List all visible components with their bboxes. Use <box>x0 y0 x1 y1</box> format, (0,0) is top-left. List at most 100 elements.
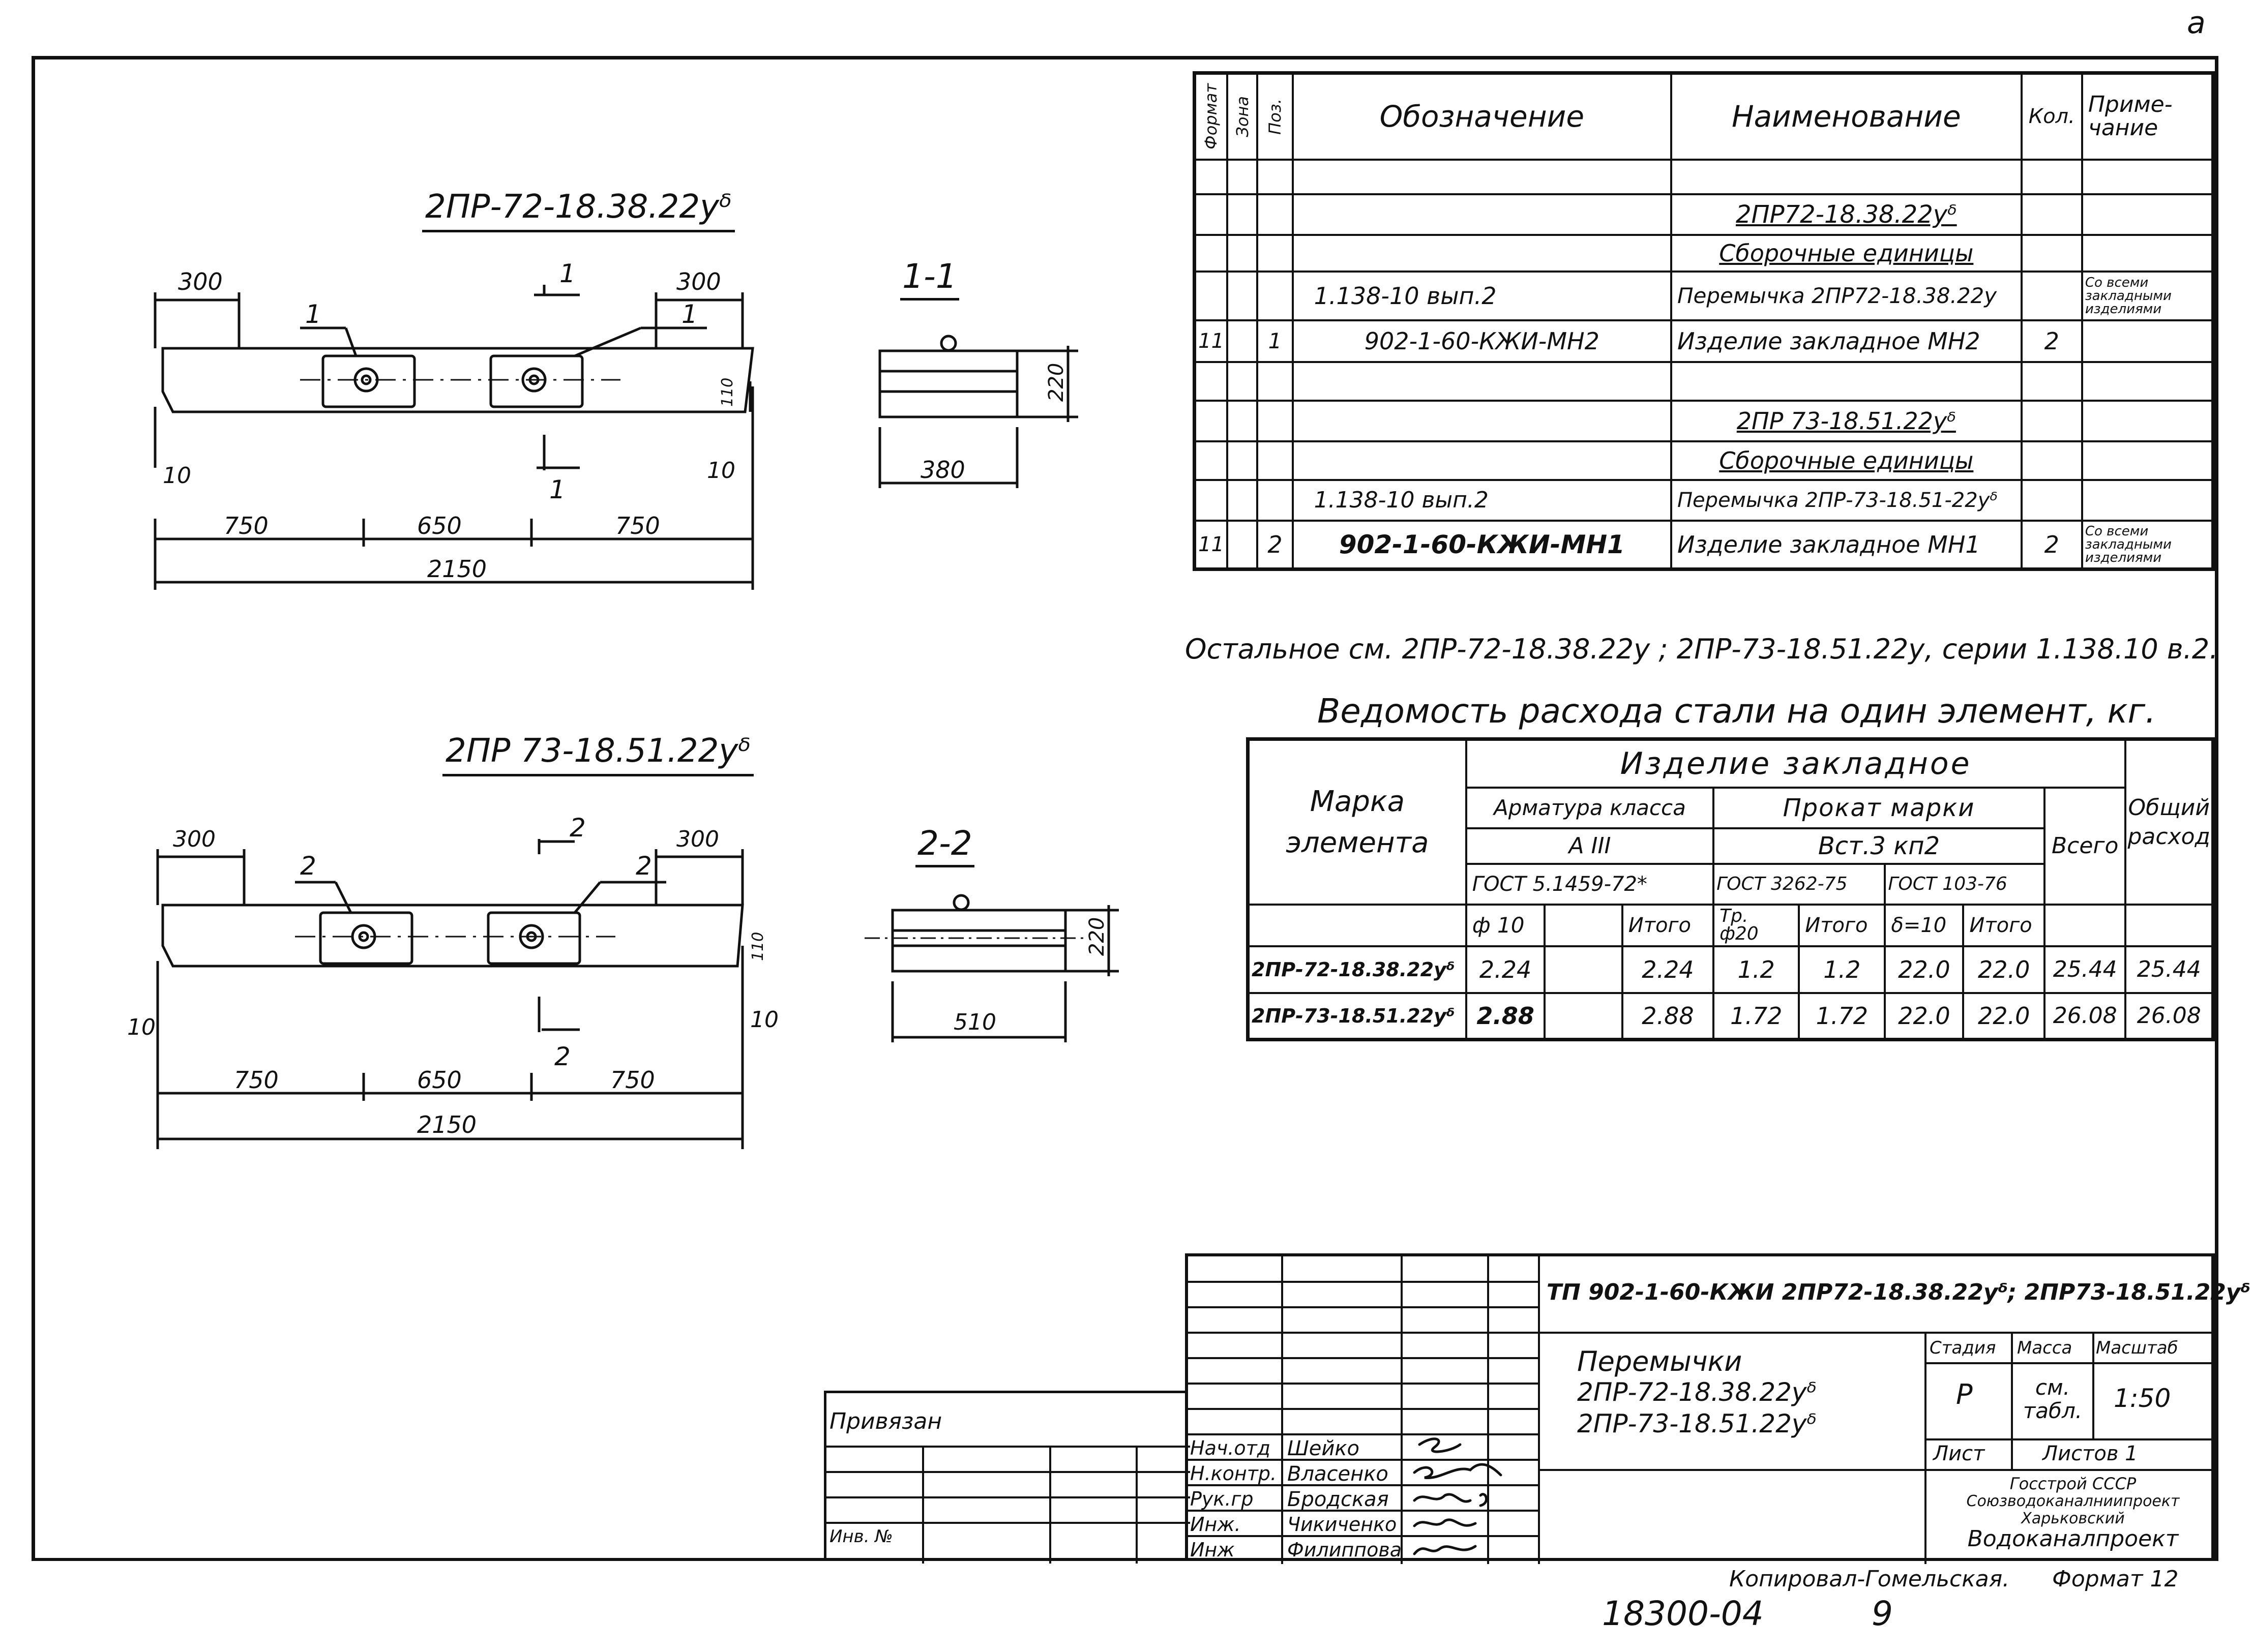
spec-cell-pos: 1 <box>1256 319 1294 363</box>
section-1-1-title: 1-1 <box>900 257 959 301</box>
spec-cell <box>1226 361 1259 402</box>
spec-cell-designation: 1.138-10 вып.2 <box>1291 270 1672 321</box>
spec-cell <box>2081 440 2214 481</box>
spec-header-note: Приме-чание <box>2081 72 2214 161</box>
steel-header-blank-3 <box>2124 903 2214 947</box>
spec-cell-pos: 2 <box>1256 519 1294 570</box>
title-block-name-line3: 2ПР-73-18.51.22уᵟ <box>1577 1409 1817 1438</box>
spec-cell <box>1193 233 1228 273</box>
sheet-mark: a <box>2187 5 2206 41</box>
steel-header-gost-pipe: ГОСТ 3262-75 <box>1712 862 1886 906</box>
spec-cell <box>1193 399 1228 442</box>
spec-cell <box>1193 193 1228 236</box>
spec-cell <box>1670 361 2023 402</box>
drawing-a-callout-2: 1 <box>681 299 698 329</box>
spec-cell-section: Сборочные единицы <box>1670 440 2023 481</box>
steel-cell: 26.08 <box>2043 992 2127 1041</box>
staff-role-1: Нач.отд <box>1190 1437 1271 1459</box>
table-row: Сборочные единицы <box>1193 233 2214 273</box>
spec-cell <box>1226 399 1259 442</box>
drawing-b-section-mark-top: 2 <box>570 813 586 843</box>
steel-cell: 2.24 <box>1621 945 1715 994</box>
drawing-b-dim-top-left: 300 <box>173 826 216 852</box>
steel-header-arm-class: A III <box>1465 827 1715 865</box>
steel-cell: 22.0 <box>1884 992 1965 1041</box>
spec-cell <box>1670 158 2023 195</box>
spec-cell <box>1193 478 1228 522</box>
steel-cell <box>1544 945 1623 994</box>
section-2-2-height: 220 <box>1085 917 1109 956</box>
steel-consumption-table: Марка элемента Изделие закладное Общий р… <box>1246 737 2215 1041</box>
title-block-name-line1: Перемычки <box>1577 1345 1742 1377</box>
table-row: Сборочные единицы <box>1193 440 2214 481</box>
section-1-1-height: 220 <box>1045 363 1068 402</box>
spec-cell-note: Со всеми закладными изделиями <box>2081 519 2214 570</box>
spec-cell <box>1291 399 1672 442</box>
steel-header-total: Всего <box>2043 786 2127 906</box>
title-block-org-4: Водоканалпроект <box>1967 1526 2179 1552</box>
section-1-1: 220 380 <box>878 335 1078 488</box>
drawing-a-dim-side-right-low: 10 <box>707 458 735 484</box>
steel-header-phi10: ф 10 <box>1465 903 1546 947</box>
spec-cell <box>1256 233 1294 273</box>
steel-header-blank-2 <box>2043 903 2127 947</box>
spec-cell <box>2020 478 2083 522</box>
spec-cell <box>1291 193 1672 236</box>
steel-header-empty <box>1544 903 1623 947</box>
drawing-b-dim-top-right: 300 <box>676 826 719 852</box>
title-block-grid <box>1188 1256 2218 1564</box>
drawing-a-dim-650: 650 <box>417 512 462 539</box>
steel-cell: 1.72 <box>1712 992 1800 1041</box>
title-block-scale: 1:50 <box>2114 1384 2171 1413</box>
section-2-2-width: 510 <box>954 1009 996 1035</box>
spec-cell-subtitle: 2ПР72-18.38.22уᵟ <box>1670 193 2023 236</box>
footer-archive-number: 18300-04 <box>1602 1594 1764 1633</box>
table-row: 2ПР72-18.38.22уᵟ <box>1193 193 2214 236</box>
steel-header-delta: δ=10 <box>1884 903 1965 947</box>
title-block-header-scale: Масштаб <box>2096 1338 2178 1358</box>
spec-cell <box>1291 233 1672 273</box>
spec-header-qty: Кол. <box>2020 72 2083 161</box>
table-row: 1.138-10 вып.2 Перемычка 2ПР72-18.38.22у… <box>1193 270 2214 321</box>
drawing-b-dim-total: 2150 <box>417 1111 477 1138</box>
spec-header-pos: Поз. <box>1256 72 1294 161</box>
steel-header-arm-gost: ГОСТ 5.1459-72* <box>1465 862 1715 906</box>
drawing-a-dim-top-left: 300 <box>178 268 223 295</box>
spec-cell <box>1291 158 1672 195</box>
spec-cell <box>1226 519 1259 570</box>
spec-cell-name: Перемычка 2ПР-73-18.51-22уᵟ <box>1670 478 2023 522</box>
spec-cell-name: Перемычка 2ПР72-18.38.22у <box>1670 270 2023 321</box>
table-row: 1.138-10 вып.2 Перемычка 2ПР-73-18.51-22… <box>1193 478 2214 522</box>
spec-cell-qty: 2 <box>2020 319 2083 363</box>
drawing-b-callout-2: 2 <box>636 851 652 881</box>
staff-role-2: Н.контр. <box>1190 1462 1277 1485</box>
spec-header-designation: Обозначение <box>1291 72 1672 161</box>
steel-row-mark: 2ПР-72-18.38.22уᵟ <box>1247 945 1467 994</box>
table-row: 2ПР-73-18.51.22уᵟ 2.88 2.88 1.72 1.72 22… <box>1247 992 2214 1041</box>
spec-cell <box>2020 193 2083 236</box>
title-block-mass: см. табл. <box>2023 1375 2083 1424</box>
drawing-b-callout-1: 2 <box>300 851 316 881</box>
steel-header-itogo-1: Итого <box>1621 903 1715 947</box>
steel-header-arm: Арматура класса <box>1465 786 1715 829</box>
steel-header-blank <box>1247 903 1467 947</box>
spec-cell <box>1256 440 1294 481</box>
spec-cell-designation: 1.138-10 вып.2 <box>1291 478 1672 522</box>
steel-header-group: Изделие закладное <box>1465 738 2127 789</box>
spec-cell <box>1193 270 1228 321</box>
spec-cell <box>1256 399 1294 442</box>
drawing-a-dim-side-left: 10 <box>163 463 191 489</box>
spec-cell <box>1226 233 1259 273</box>
inventory-label: Инв. № <box>829 1526 893 1547</box>
steel-cell: 22.0 <box>1884 945 1965 994</box>
spec-cell-designation: 902-1-60-КЖИ-МН2 <box>1291 319 1672 363</box>
spec-cell-note: Со всеми закладными изделиями <box>2081 270 2214 321</box>
section-1-1-width: 380 <box>921 456 965 484</box>
steel-header-general: Общий расход <box>2124 738 2214 906</box>
binding-block: Привязан Инв. № <box>824 1391 1190 1564</box>
spec-cell <box>2020 270 2083 321</box>
spec-header-name: Наименование <box>1670 72 2023 161</box>
steel-header-gost-strip: ГОСТ 103-76 <box>1884 862 2046 906</box>
spec-cell-format: 11 <box>1193 519 1228 570</box>
steel-cell: 1.72 <box>1798 992 1886 1041</box>
